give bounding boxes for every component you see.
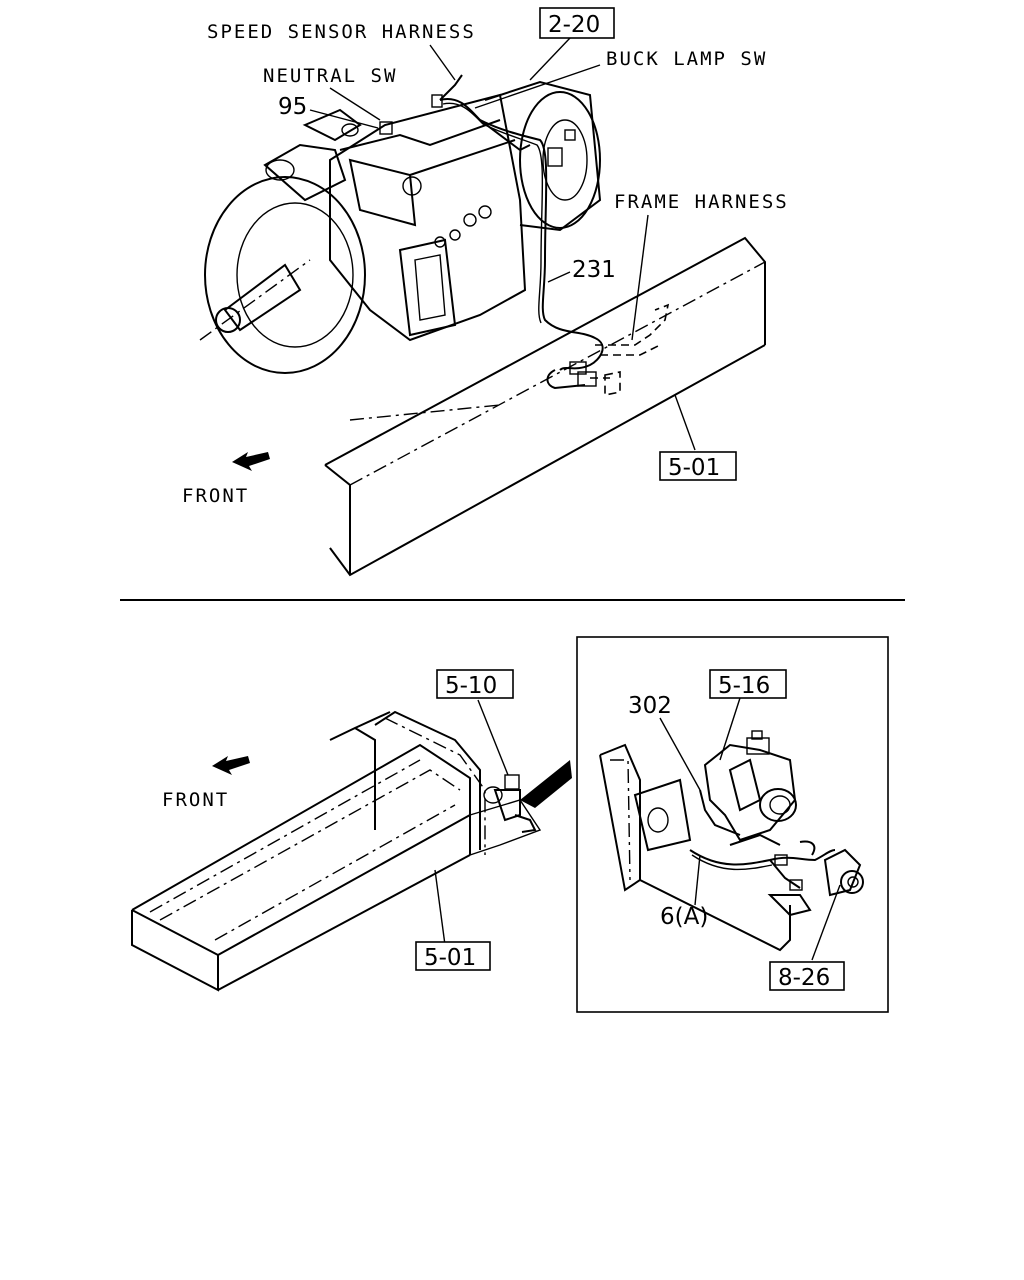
frame-rail-bottom — [131, 710, 542, 992]
detail-harness — [689, 789, 836, 917]
sensor-8-26-assembly — [823, 848, 864, 897]
top-assembly: SPEED SENSOR HARNESS NEUTRAL SW BUCK LAM… — [182, 7, 789, 577]
detail-frame — [576, 636, 889, 1013]
front-arrow-top-icon — [232, 452, 270, 471]
ref-box-5-01-bottom — [415, 941, 491, 971]
transmission — [199, 80, 602, 374]
neutral-sw-label: NEUTRAL SW — [263, 65, 397, 87]
ref-box-5-01-top — [659, 451, 737, 481]
detail-view: 302 6(A) 5-16 8-26 — [576, 636, 889, 1013]
part-number-302: 302 — [628, 693, 672, 719]
top-leaders — [309, 37, 696, 451]
part-number-95: 95 — [278, 94, 307, 120]
part-number-231: 231 — [572, 257, 616, 283]
front-arrow-bottom-icon — [212, 756, 250, 775]
detail-leaders — [659, 697, 841, 961]
ref-box-5-16 — [709, 669, 787, 699]
starter-motor — [703, 730, 797, 842]
ref-box-5-10 — [436, 669, 514, 699]
ref-5-10: 5-10 — [445, 673, 497, 699]
ref-2-20: 2-20 — [548, 12, 600, 38]
detail-frame-rail — [599, 743, 791, 952]
leader-5-10 — [477, 699, 509, 776]
ref-5-01-top: 5-01 — [668, 455, 720, 481]
sensor-5-10-assembly — [483, 760, 572, 833]
buck-lamp-sw-label: BUCK LAMP SW — [606, 48, 767, 70]
frame-harness-label: FRAME HARNESS — [614, 191, 789, 213]
front-label-top: FRONT — [182, 485, 249, 507]
speed-sensor-harness-label: SPEED SENSOR HARNESS — [207, 21, 476, 43]
ref-8-26: 8-26 — [778, 965, 830, 991]
front-label-bottom: FRONT — [162, 789, 229, 811]
harness-231 — [439, 74, 670, 396]
part-number-6a: 6(A) — [660, 904, 708, 930]
frame-rail-top — [324, 236, 766, 577]
ref-5-16: 5-16 — [718, 673, 770, 699]
leader-5-01-bottom — [434, 869, 446, 946]
ref-box-2-20 — [539, 7, 615, 39]
bottom-left-assembly: FRONT 5-10 5-01 — [131, 669, 572, 992]
ref-box-8-26 — [769, 961, 845, 991]
ref-5-01-bottom: 5-01 — [424, 945, 476, 971]
